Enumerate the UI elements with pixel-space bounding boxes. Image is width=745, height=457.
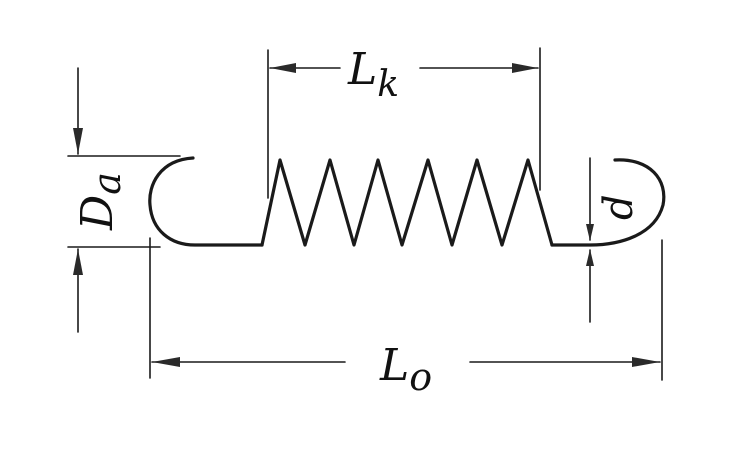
d-arrow-bottom bbox=[586, 249, 594, 266]
right-hook bbox=[550, 158, 666, 247]
lk-arrow-left bbox=[270, 63, 296, 73]
lk-label: Lk bbox=[347, 44, 399, 105]
lo-arrow-left bbox=[152, 357, 180, 367]
spring-coils bbox=[260, 158, 554, 247]
lo-label: Lo bbox=[379, 340, 432, 399]
lo-arrow-right bbox=[632, 357, 660, 367]
lk-arrow-right bbox=[512, 63, 538, 73]
d-arrow-top bbox=[586, 224, 594, 241]
svg-text:Da: Da bbox=[72, 172, 129, 231]
left-hook bbox=[148, 156, 264, 247]
da-label: Da bbox=[72, 172, 129, 231]
da-arrow-top bbox=[73, 128, 83, 154]
da-arrow-bottom bbox=[73, 249, 83, 275]
d-label: d bbox=[596, 194, 642, 220]
svg-text:d: d bbox=[596, 194, 642, 220]
